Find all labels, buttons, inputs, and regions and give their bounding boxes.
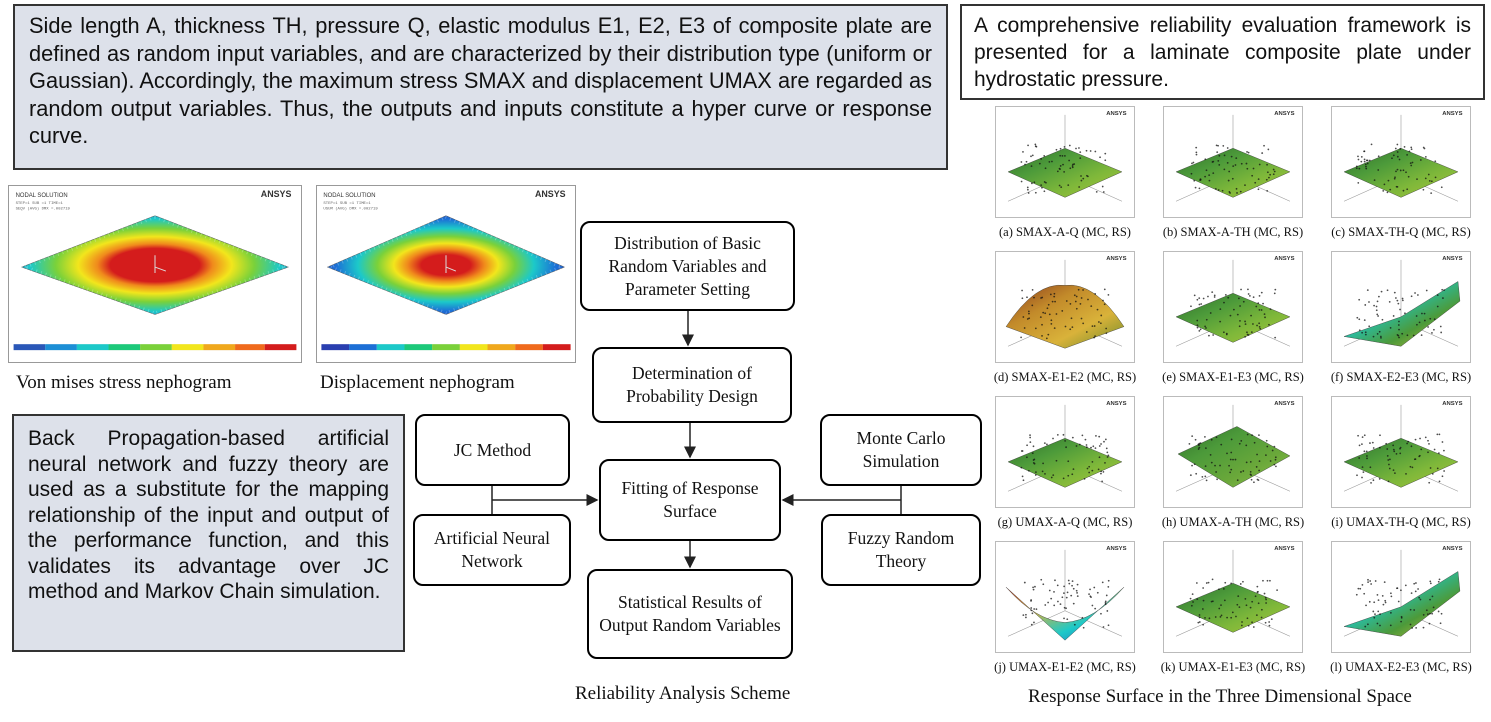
response-surface-grid: ANSYS (a) SMAX-A-Q (MC, RS) ANSYS (b) SMAX-… bbox=[985, 106, 1485, 681]
svg-text:SEQV (AVG) DMX =.002719: SEQV (AVG) DMX =.002719 bbox=[16, 207, 71, 212]
response-surface-plot: ANSYS bbox=[1331, 541, 1471, 653]
response-surface-plot: ANSYS bbox=[1163, 541, 1303, 653]
response-surface-ansys-logo: ANSYS bbox=[1274, 256, 1294, 262]
response-surface-ansys-logo: ANSYS bbox=[1106, 401, 1126, 407]
response-surface-cell: ANSYS (e) SMAX-E1-E3 (MC, RS) bbox=[1153, 251, 1313, 385]
response-surface-label: (l) UMAX-E2-E3 (MC, RS) bbox=[1330, 660, 1472, 674]
response-surface-image: ANSYS bbox=[1005, 546, 1127, 641]
response-surface-plot: ANSYS bbox=[1163, 251, 1303, 363]
response-surface-ansys-logo: ANSYS bbox=[1442, 256, 1462, 262]
response-surface-cell: ANSYS (b) SMAX-A-TH (MC, RS) bbox=[1153, 106, 1313, 240]
response-surface-image: ANSYS bbox=[1005, 256, 1127, 349]
response-surface-label: (k) UMAX-E1-E3 (MC, RS) bbox=[1160, 660, 1306, 674]
response-surface-plot: ANSYS bbox=[1331, 106, 1471, 218]
response-surface-label: (g) UMAX-A-Q (MC, RS) bbox=[997, 515, 1133, 529]
response-surface-cell: ANSYS (i) UMAX-TH-Q (MC, RS) bbox=[1321, 396, 1481, 530]
response-surface-plot: ANSYS bbox=[1331, 396, 1471, 508]
response-surface-cell: ANSYS (h) UMAX-A-TH (MC, RS) bbox=[1153, 396, 1313, 530]
flow-node-probability-design: Determination of Probability Design bbox=[592, 347, 792, 423]
response-surface-plot: ANSYS bbox=[995, 106, 1135, 218]
intro-text: Side length A, thickness TH, pressure Q,… bbox=[29, 13, 932, 148]
response-surface-plot: ANSYS bbox=[1163, 396, 1303, 508]
response-surface-ansys-logo: ANSYS bbox=[1442, 546, 1462, 552]
reliability-scheme-caption: Reliability Analysis Scheme bbox=[575, 683, 791, 704]
response-surface-image: ANSYS bbox=[1007, 401, 1127, 492]
response-surface-cell: ANSYS (c) SMAX-TH-Q (MC, RS) bbox=[1321, 106, 1481, 240]
response-surface-cell: ANSYS (l) UMAX-E2-E3 (MC, RS) bbox=[1321, 541, 1481, 675]
svg-text:STEP=1 SUB =1 TIME=1: STEP=1 SUB =1 TIME=1 bbox=[16, 202, 64, 206]
response-surface-image: ANSYS bbox=[1007, 111, 1127, 202]
response-surface-label: (e) SMAX-E1-E3 (MC, RS) bbox=[1162, 370, 1304, 384]
response-surface-image: ANSYS bbox=[1175, 546, 1295, 637]
response-surface-ansys-logo: ANSYS bbox=[1106, 256, 1126, 262]
response-surface-image: ANSYS bbox=[1175, 401, 1295, 492]
response-surface-plot: ANSYS bbox=[995, 541, 1135, 653]
stress-header-text: NODAL SOLUTION bbox=[16, 193, 68, 199]
response-surface-ansys-logo: ANSYS bbox=[1274, 111, 1294, 117]
response-surface-plot: ANSYS bbox=[1331, 251, 1471, 363]
displacement-header-text: NODAL SOLUTION bbox=[323, 193, 375, 199]
response-surface-cell: ANSYS (a) SMAX-A-Q (MC, RS) bbox=[985, 106, 1145, 240]
response-surface-image: ANSYS bbox=[1343, 401, 1463, 492]
response-surface-label: (c) SMAX-TH-Q (MC, RS) bbox=[1331, 225, 1471, 239]
response-surface-image: ANSYS bbox=[1343, 546, 1463, 637]
flow-node-artificial-neural-network: Artificial Neural Network bbox=[413, 514, 571, 586]
flow-node-jc-method: JC Method bbox=[415, 414, 570, 486]
framework-text-box: A comprehensive reliability evaluation f… bbox=[960, 4, 1485, 100]
response-surface-image: ANSYS bbox=[1175, 256, 1295, 347]
flow-node-distribution: Distribution of Basic Random Variables a… bbox=[580, 221, 795, 311]
response-surface-cell: ANSYS (f) SMAX-E2-E3 (MC, RS) bbox=[1321, 251, 1481, 385]
stress-nephogram-image: NODAL SOLUTION STEP=1 SUB =1 TIME=1 SEQV… bbox=[12, 189, 298, 351]
response-surface-ansys-logo: ANSYS bbox=[1274, 401, 1294, 407]
response-surface-cell: ANSYS (k) UMAX-E1-E3 (MC, RS) bbox=[1153, 541, 1313, 675]
response-surface-plot: ANSYS bbox=[995, 251, 1135, 363]
intro-text-box: Side length A, thickness TH, pressure Q,… bbox=[13, 4, 948, 170]
response-surface-label: (f) SMAX-E2-E3 (MC, RS) bbox=[1330, 370, 1472, 384]
flow-node-statistical-results: Statistical Results of Output Random Var… bbox=[587, 569, 793, 659]
response-surface-image: ANSYS bbox=[1175, 111, 1295, 202]
response-surface-ansys-logo: ANSYS bbox=[1106, 546, 1126, 552]
response-surface-label: (h) UMAX-A-TH (MC, RS) bbox=[1161, 515, 1305, 529]
response-surface-ansys-logo: ANSYS bbox=[1106, 111, 1126, 117]
response-surface-caption: Response Surface in the Three Dimensiona… bbox=[1028, 686, 1412, 707]
flow-node-fitting-response-surface: Fitting of Response Surface bbox=[599, 459, 781, 541]
response-surface-cell: ANSYS (g) UMAX-A-Q (MC, RS) bbox=[985, 396, 1145, 530]
response-surface-cell: ANSYS (d) SMAX-E1-E2 (MC, RS) bbox=[985, 251, 1145, 385]
response-surface-plot: ANSYS bbox=[995, 396, 1135, 508]
response-surface-label: (d) SMAX-E1-E2 (MC, RS) bbox=[993, 370, 1137, 384]
flow-node-monte-carlo: Monte Carlo Simulation bbox=[820, 414, 982, 486]
response-surface-ansys-logo: ANSYS bbox=[1442, 111, 1462, 117]
displacement-nephogram-image: NODAL SOLUTION STEP=1 SUB =1 TIME=1 USUM… bbox=[319, 189, 573, 351]
framework-text: A comprehensive reliability evaluation f… bbox=[974, 14, 1471, 91]
ann-text-box: Back Propagation-based artificial neural… bbox=[12, 414, 405, 652]
svg-text:USUM (AVG) DMX =.002719: USUM (AVG) DMX =.002719 bbox=[323, 207, 378, 212]
response-surface-label: (a) SMAX-A-Q (MC, RS) bbox=[999, 225, 1131, 239]
response-surface-ansys-logo: ANSYS bbox=[1442, 401, 1462, 407]
response-surface-image: ANSYS bbox=[1343, 256, 1463, 347]
response-surface-image: ANSYS bbox=[1343, 111, 1463, 202]
svg-text:STEP=1 SUB =1 TIME=1: STEP=1 SUB =1 TIME=1 bbox=[323, 202, 371, 206]
ann-text: Back Propagation-based artificial neural… bbox=[28, 427, 389, 603]
displacement-nephogram: NODAL SOLUTION STEP=1 SUB =1 TIME=1 USUM… bbox=[316, 185, 576, 363]
response-surface-ansys-logo: ANSYS bbox=[1274, 546, 1294, 552]
response-surface-label: (j) UMAX-E1-E2 (MC, RS) bbox=[994, 660, 1136, 674]
response-surface-label: (i) UMAX-TH-Q (MC, RS) bbox=[1331, 515, 1471, 529]
displacement-nephogram-caption: Displacement nephogram bbox=[320, 372, 515, 393]
response-surface-label: (b) SMAX-A-TH (MC, RS) bbox=[1162, 225, 1304, 239]
stress-nephogram: NODAL SOLUTION STEP=1 SUB =1 TIME=1 SEQV… bbox=[8, 185, 302, 363]
stress-ansys-logo: ANSYS bbox=[261, 189, 292, 199]
stress-nephogram-caption: Von mises stress nephogram bbox=[16, 372, 232, 393]
response-surface-cell: ANSYS (j) UMAX-E1-E2 (MC, RS) bbox=[985, 541, 1145, 675]
response-surface-plot: ANSYS bbox=[1163, 106, 1303, 218]
flow-node-fuzzy-random-theory: Fuzzy Random Theory bbox=[821, 514, 981, 586]
displacement-ansys-logo: ANSYS bbox=[535, 189, 566, 199]
